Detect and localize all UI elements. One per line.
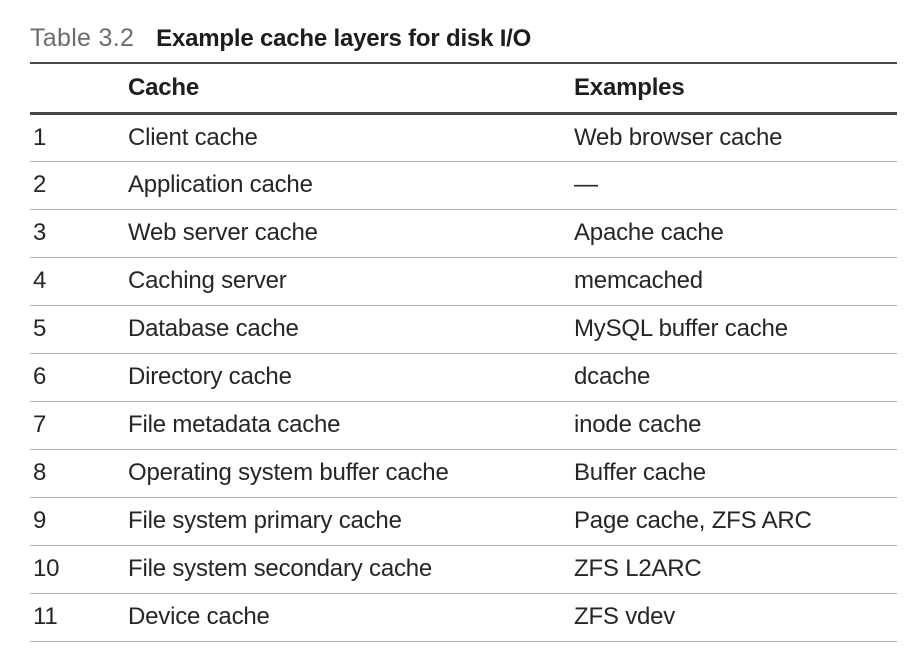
cache-cell: Directory cache [128, 363, 292, 390]
cache-cell: Caching server [128, 267, 287, 294]
example-cell: MySQL buffer cache [574, 315, 788, 342]
table-row: 10 File system secondary cache ZFS L2ARC [30, 545, 897, 593]
table-row: 5 Database cache MySQL buffer cache [30, 305, 897, 353]
row-number-cell: 8 [33, 459, 47, 486]
cache-cell: Client cache [128, 123, 258, 151]
row-number-cell: 10 [33, 555, 60, 582]
cache-cell: Web server cache [128, 219, 318, 246]
table-row: 6 Directory cache dcache [30, 353, 897, 401]
example-cell: ZFS vdev [574, 603, 676, 630]
cache-cell: Database cache [128, 315, 299, 342]
cache-cell: File system primary cache [128, 507, 402, 534]
row-number-cell: 1 [33, 123, 47, 151]
example-cell: dcache [574, 363, 651, 390]
table-row: 7 File metadata cache inode cache [30, 401, 897, 449]
example-cell: Apache cache [574, 219, 724, 246]
row-number-cell: 2 [33, 171, 47, 198]
cache-cell: Operating system buffer cache [128, 459, 449, 486]
example-cell: — [574, 171, 598, 198]
table-row: 11 Device cache ZFS vdev [30, 593, 897, 641]
cache-cell: Application cache [128, 171, 313, 198]
example-cell: Buffer cache [574, 459, 706, 486]
example-cell: ZFS L2ARC [574, 555, 702, 582]
row-number-cell: 4 [33, 267, 47, 294]
table-title-caption: Example cache layers for disk I/O [156, 25, 532, 52]
table-row: 2 Application cache — [30, 161, 897, 209]
row-number-cell: 11 [33, 603, 58, 630]
example-cell: Page cache, ZFS ARC [574, 507, 812, 534]
row-number-cell: 6 [33, 363, 47, 390]
table-row: 4 Caching server memcached [30, 257, 897, 305]
table-row: 3 Web server cache Apache cache [30, 209, 897, 257]
table-header-row: Cache Examples [30, 63, 897, 113]
table-header: Cache Examples [30, 63, 897, 113]
column-header-number [30, 63, 128, 113]
cache-cell: File metadata cache [128, 411, 341, 438]
cache-layers-table: Cache Examples 1 Client cache Web browse… [30, 62, 897, 642]
document-page: Table 3.2 Example cache layers for disk … [30, 24, 897, 642]
row-number-cell: 7 [33, 411, 47, 438]
table-row: 1 Client cache Web browser cache [30, 113, 897, 161]
example-cell: memcached [574, 267, 703, 294]
column-header-cache: Cache [128, 73, 200, 101]
table-row: 8 Operating system buffer cache Buffer c… [30, 449, 897, 497]
table-title-label: Table 3.2 [30, 24, 135, 52]
cache-cell: File system secondary cache [128, 555, 433, 582]
column-header-examples: Examples [574, 73, 685, 101]
table-body: 1 Client cache Web browser cache 2 Appli… [30, 113, 897, 641]
table-title: Table 3.2 Example cache layers for disk … [30, 24, 897, 53]
row-number-cell: 5 [33, 315, 47, 342]
cache-cell: Device cache [128, 603, 270, 630]
table-row: 9 File system primary cache Page cache, … [30, 497, 897, 545]
row-number-cell: 9 [33, 507, 47, 534]
example-cell: Web browser cache [574, 123, 783, 151]
example-cell: inode cache [574, 411, 702, 438]
row-number-cell: 3 [33, 219, 47, 246]
